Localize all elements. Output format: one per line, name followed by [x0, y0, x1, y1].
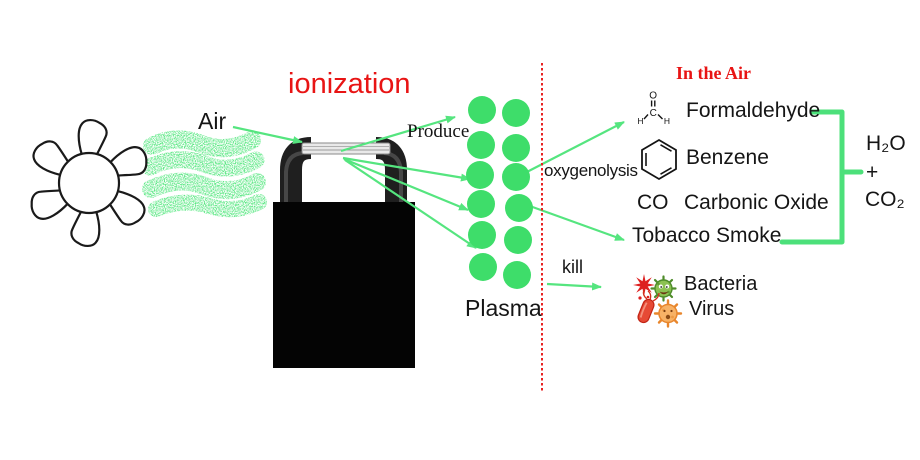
- atom-h-right: H: [664, 116, 670, 126]
- ionization-title: ionization: [288, 68, 411, 100]
- plus-label: +: [866, 161, 879, 184]
- virus-label: Virus: [689, 298, 735, 320]
- plasma-particles: [466, 96, 533, 289]
- fan-icon: [30, 118, 148, 248]
- atom-c: C: [650, 108, 657, 119]
- tobacco-smoke-label: Tobacco Smoke: [632, 224, 782, 247]
- produce-label: Produce: [407, 121, 470, 142]
- tobacco-arrow: [526, 203, 625, 242]
- oxygenolysis-arrow: [520, 121, 625, 176]
- co-formula-label: CO: [637, 191, 669, 214]
- co2-label: CO₂: [865, 188, 905, 211]
- produce-arrow: [340, 115, 456, 153]
- atom-o: O: [649, 91, 657, 102]
- plasma-arrow-3: [343, 157, 469, 212]
- kill-label: kill: [562, 257, 583, 277]
- benzene-label: Benzene: [686, 146, 769, 169]
- result-bracket: [779, 109, 864, 245]
- benzene-ring-icon: [641, 138, 677, 181]
- red-splat-icon: [633, 274, 655, 300]
- kill-arrow: [546, 282, 602, 291]
- atom-h-left: H: [637, 116, 643, 126]
- green-virus-icon: [650, 275, 677, 302]
- formaldehyde-structure-icon: O C H H: [637, 91, 670, 127]
- ionizer-device: [273, 137, 415, 368]
- h2o-label: H₂O: [866, 132, 906, 155]
- oxygenolysis-label: oxygenolysis: [544, 161, 638, 180]
- red-bacterium-icon: [637, 289, 660, 324]
- orange-virus-icon: [653, 299, 683, 328]
- plasma-label: Plasma: [465, 295, 542, 321]
- formaldehyde-label: Formaldehyde: [686, 99, 821, 122]
- device-body: [273, 202, 415, 368]
- plasma-arrow-4: [344, 159, 477, 249]
- carbonic-oxide-label: Carbonic Oxide: [684, 191, 829, 214]
- air-flow-spray-icon: [141, 130, 267, 218]
- plasma-arrow-2: [342, 156, 471, 182]
- bacteria-virus-icons: [633, 274, 683, 328]
- bacteria-label: Bacteria: [684, 273, 758, 295]
- in-the-air-heading: In the Air: [676, 63, 752, 83]
- air-arrow: [232, 125, 303, 144]
- flow-arrows: [232, 115, 625, 291]
- air-label: Air: [198, 108, 227, 134]
